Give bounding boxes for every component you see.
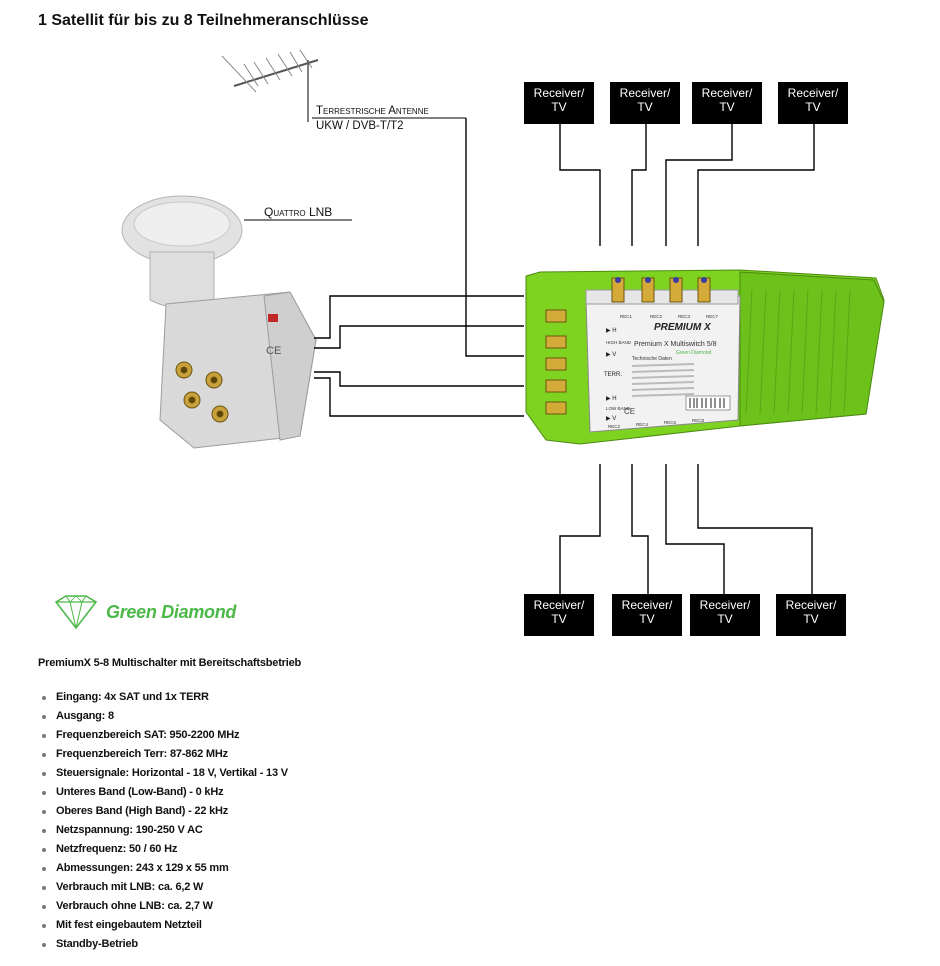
list-item: Standby-Betrieb xyxy=(40,935,288,954)
svg-text:TV: TV xyxy=(551,612,566,626)
receiver-bottom-4: Receiver/ TV xyxy=(776,594,846,636)
input-label-terr: TERR. xyxy=(604,372,622,378)
brand-name: Green Diamond xyxy=(106,601,237,622)
installation-diagram: Terrestrische Antenne UKW / DVB-T/T2 Qua… xyxy=(121,49,885,636)
multiswitch-model: Premium X Multiswitch 5/8 xyxy=(634,341,717,348)
antenna-standard-label: UKW / DVB-T/T2 xyxy=(316,120,404,132)
svg-text:Receiver/: Receiver/ xyxy=(534,86,585,100)
output-label-top-4: REC7 xyxy=(706,314,719,319)
output-label-top-1: REC1 xyxy=(620,314,633,319)
terrestrial-antenna-icon xyxy=(221,49,319,122)
svg-text:▶ H: ▶ H xyxy=(606,396,617,402)
multiswitch-tech-data-title: Technische Daten xyxy=(632,356,672,362)
input-label-5: V xyxy=(612,416,616,422)
svg-text:▶ V: ▶ V xyxy=(606,416,616,422)
multiswitch-series: Green Diamond xyxy=(676,350,712,356)
svg-text:Receiver/: Receiver/ xyxy=(620,86,671,100)
receiver-top-4: Receiver/ TV xyxy=(778,82,848,124)
quattro-lnb-icon: CE xyxy=(121,195,317,449)
receiver-bottom-2: Receiver/ TV xyxy=(612,594,682,636)
svg-text:Receiver/: Receiver/ xyxy=(702,86,753,100)
input-label-4: H xyxy=(612,396,616,402)
output-label-bottom-4: REC8 xyxy=(692,418,705,423)
lnb-label: Quattro LNB xyxy=(264,205,332,219)
list-item: Steuersignale: Horizontal - 18 V, Vertik… xyxy=(40,764,288,783)
svg-text:▶ H: ▶ H xyxy=(606,328,617,334)
band-high-label: HIGH BAND xyxy=(606,340,632,345)
output-label-bottom-2: REC4 xyxy=(636,422,649,427)
list-item: Oberes Band (High Band) - 22 kHz xyxy=(40,802,288,821)
svg-text:TV: TV xyxy=(803,612,818,626)
svg-text:Receiver/: Receiver/ xyxy=(786,598,837,612)
svg-text:TV: TV xyxy=(639,612,654,626)
svg-text:TV: TV xyxy=(719,100,734,114)
diamond-icon xyxy=(54,595,98,630)
svg-text:CE: CE xyxy=(266,345,281,357)
list-item: Netzfrequenz: 50 / 60 Hz xyxy=(40,840,288,859)
output-label-top-3: REC3 xyxy=(678,314,691,319)
receiver-top-3: Receiver/ TV xyxy=(692,82,762,124)
multiswitch-brand: PREMIUM X xyxy=(654,322,712,333)
page-title: 1 Satellit für bis zu 8 Teilnehmeranschl… xyxy=(38,12,369,29)
green-diamond-logo: Green Diamond xyxy=(50,592,236,632)
svg-text:CE: CE xyxy=(624,407,635,416)
list-item: Netzspannung: 190-250 V AC xyxy=(40,821,288,840)
antenna-label: Terrestrische Antenne xyxy=(316,105,429,117)
input-label-2: V xyxy=(612,352,616,358)
spec-list: Eingang: 4x SAT und 1x TERR Ausgang: 8 F… xyxy=(40,688,288,954)
svg-text:Receiver/: Receiver/ xyxy=(700,598,751,612)
output-label-top-2: REC2 xyxy=(650,314,663,319)
svg-text:Receiver/: Receiver/ xyxy=(622,598,673,612)
input-label-1: H xyxy=(612,328,616,334)
list-item: Abmessungen: 243 x 129 x 55 mm xyxy=(40,859,288,878)
receiver-bottom-1: Receiver/ TV xyxy=(524,594,594,636)
list-item: Eingang: 4x SAT und 1x TERR xyxy=(40,688,288,707)
receiver-bottom-3: Receiver/ TV xyxy=(690,594,760,636)
band-low-label: LOW BAND xyxy=(606,406,631,411)
svg-text:TV: TV xyxy=(637,100,652,114)
svg-text:Receiver/: Receiver/ xyxy=(788,86,839,100)
output-label-bottom-3: REC6 xyxy=(664,420,677,425)
list-item: Verbrauch ohne LNB: ca. 2,7 W xyxy=(40,897,288,916)
list-item: Unteres Band (Low-Band) - 0 kHz xyxy=(40,783,288,802)
receiver-top-2: Receiver/ TV xyxy=(610,82,680,124)
list-item: Verbrauch mit LNB: ca. 6,2 W xyxy=(40,878,288,897)
svg-text:▶ V: ▶ V xyxy=(606,352,616,358)
output-label-bottom-1: REC2 xyxy=(608,424,621,429)
list-item: Frequenzbereich SAT: 950-2200 MHz xyxy=(40,726,288,745)
receiver-top-1: Receiver/ TV xyxy=(524,82,594,124)
svg-text:TV: TV xyxy=(551,100,566,114)
list-item: Frequenzbereich Terr: 87-862 MHz xyxy=(40,745,288,764)
multiswitch-device: PREMIUM X Premium X Multiswitch 5/8 Gree… xyxy=(525,269,885,445)
list-item: Ausgang: 8 xyxy=(40,707,288,726)
svg-text:TV: TV xyxy=(717,612,732,626)
svg-text:TV: TV xyxy=(805,100,820,114)
svg-text:Receiver/: Receiver/ xyxy=(534,598,585,612)
list-item: Mit fest eingebautem Netzteil xyxy=(40,916,288,935)
spec-title: PremiumX 5-8 Multischalter mit Bereitsch… xyxy=(38,657,302,669)
